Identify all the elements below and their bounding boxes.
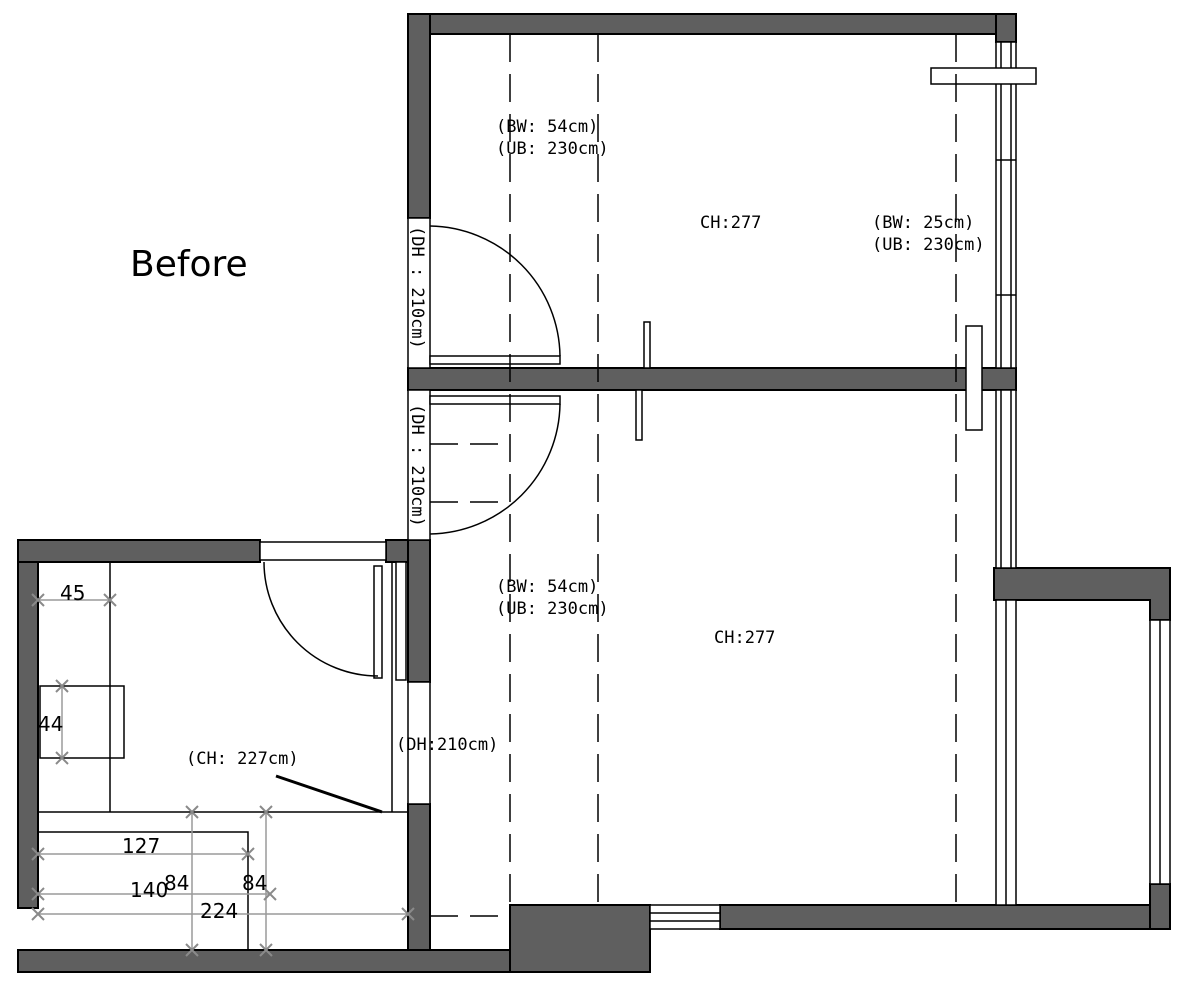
lower-door-height-side: (DH:210cm): [396, 735, 498, 755]
upper-ceiling-height: CH:277: [700, 213, 761, 233]
door-leaf-lower: [429, 395, 561, 405]
wall-upper-left: [407, 13, 431, 219]
door-leaf-small: [373, 565, 383, 679]
upper-ub-note: (UB: 230cm): [496, 139, 609, 159]
sink: [39, 685, 125, 759]
door-leaf-upper: [429, 355, 561, 365]
wall-balcony-top: [993, 567, 1171, 621]
window-upper-right: [995, 41, 1017, 369]
wall-partition-upper: [407, 539, 431, 683]
lower-ub-note: (UB: 230cm): [496, 599, 609, 619]
wall-upper-top: [407, 13, 1017, 35]
dim-45: 45: [60, 581, 85, 605]
dimension-ticks: [31, 593, 415, 957]
windows: [259, 41, 1171, 930]
door-swing-upper: [429, 225, 561, 357]
lower-ceiling-height: CH:277: [714, 628, 775, 648]
guide-lines: [430, 34, 957, 917]
lower-door-height-top: (DH : 210cm): [407, 404, 427, 527]
dimension-lines: [31, 593, 415, 957]
rod-top: [930, 67, 1037, 85]
dim-224: 224: [200, 899, 238, 923]
door-swing-lower: [429, 403, 561, 535]
upper-bw-note: (BW: 54cm): [496, 117, 598, 137]
door-frame-small: [259, 541, 387, 561]
door-opening-upper: [407, 217, 431, 369]
wall-middle: [407, 367, 1017, 391]
mullion-middle: [965, 325, 983, 431]
upper-door-height: (DH : 210cm): [407, 226, 427, 349]
wall-partition-lower: [407, 803, 431, 953]
dim-127: 127: [122, 834, 160, 858]
small-room-fixtures: [38, 562, 408, 950]
wall-small-left: [17, 539, 39, 909]
walls: [17, 13, 1171, 973]
door-opening-lower: [407, 389, 431, 541]
dim-44: 44: [38, 712, 63, 736]
lower-bw-note: (BW: 54cm): [496, 577, 598, 597]
plan-title: Before: [130, 244, 248, 285]
wall-lower-bottom-right: [719, 904, 1171, 930]
dim-84-left: 84: [164, 871, 189, 895]
small-ceiling-height: (CH: 227cm): [186, 749, 299, 769]
ceiling-pointer: [275, 774, 383, 814]
wall-small-top: [17, 539, 261, 563]
wall-balcony-corner: [1149, 883, 1171, 930]
window-bottom: [649, 904, 721, 930]
doors: [263, 217, 561, 805]
wall-bottom-block: [509, 904, 651, 973]
dim-84-right: 84: [242, 871, 267, 895]
door-swing-small: [263, 561, 379, 677]
upper-bw-note-right: (BW: 25cm): [872, 213, 974, 233]
labels: (BW: 54cm) (UB: 230cm) CH:277 (BW: 25cm)…: [38, 117, 985, 923]
door-opening-side: [407, 681, 431, 805]
wall-upper-right-pier: [995, 13, 1017, 43]
upper-ub-note-right: (UB: 230cm): [872, 235, 985, 255]
dim-140: 140: [130, 878, 168, 902]
window-lower-right: [995, 389, 1017, 569]
